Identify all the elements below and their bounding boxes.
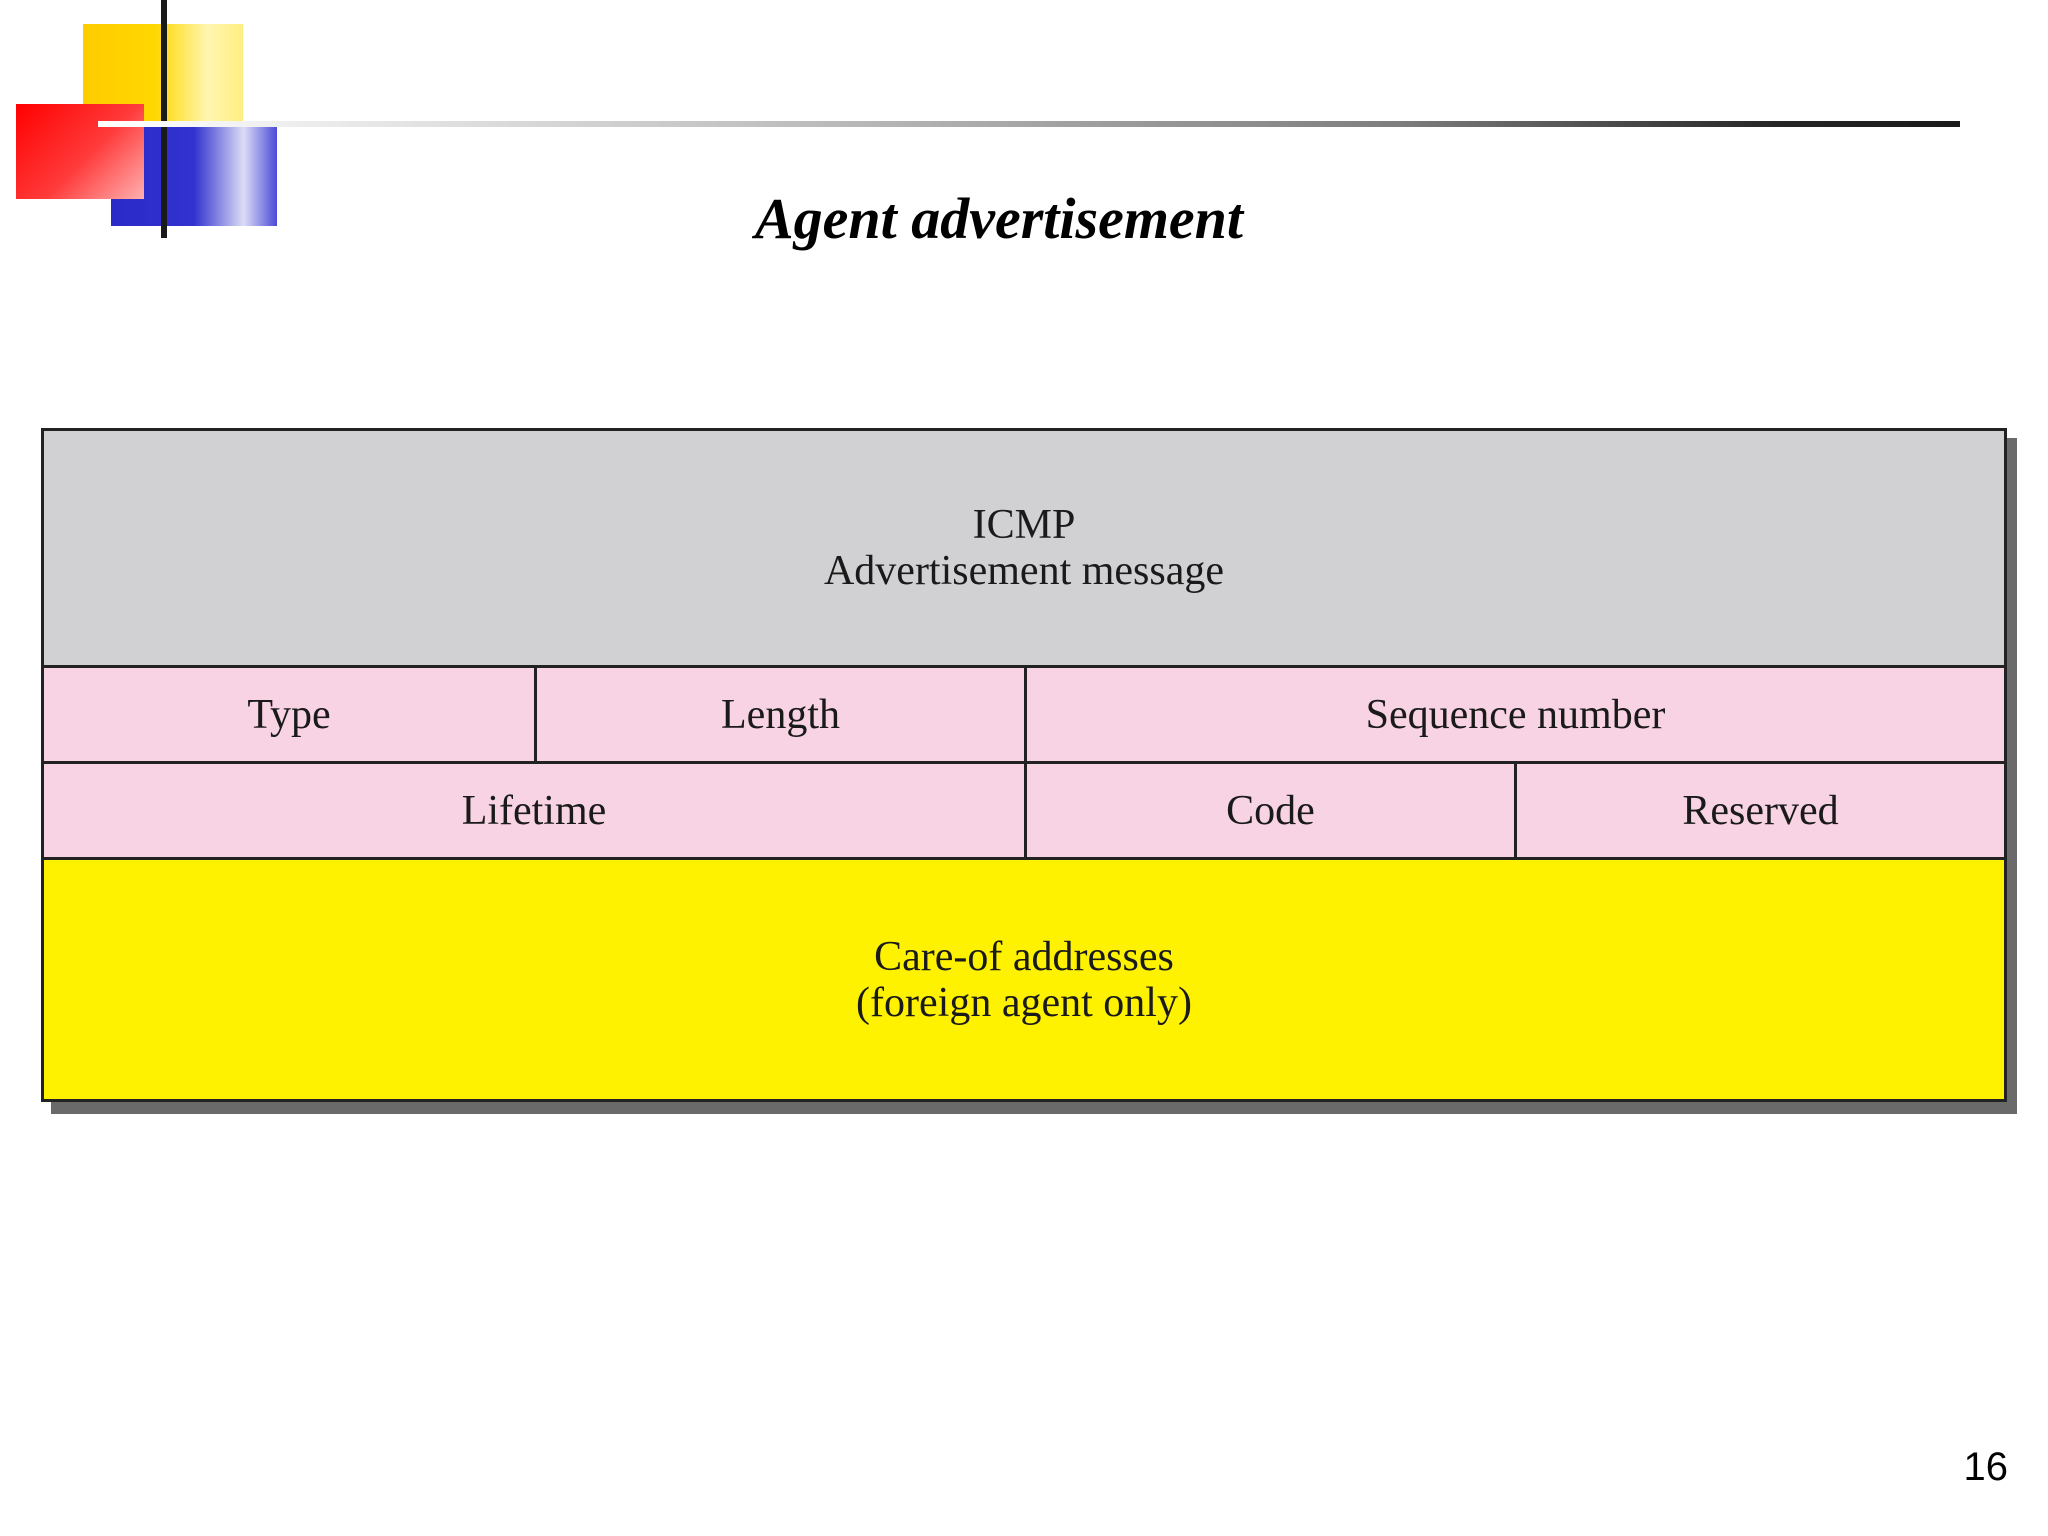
field-code: Code: [1024, 764, 1514, 857]
slide-title: Agent advertisement: [0, 185, 2048, 252]
field-reserved: Reserved: [1514, 764, 2004, 857]
logo-vertical-line: [161, 0, 167, 238]
fields-row-1: Type Length Sequence number: [44, 668, 2004, 764]
icmp-block-text: ICMP Advertisement message: [824, 502, 1224, 594]
care-of-addresses-block: Care-of addresses (foreign agent only): [44, 860, 2004, 1099]
care-of-addresses-label: Care-of addresses: [874, 933, 1174, 980]
agent-advertisement-diagram: ICMP Advertisement message Type Length S…: [41, 428, 2007, 1102]
page-number: 16: [1963, 1445, 2009, 1489]
field-lifetime: Lifetime: [461, 787, 607, 834]
fields-row-2: Lifetime Code Reserved: [44, 764, 2004, 860]
field-type: Type: [247, 691, 331, 738]
field-length: Length: [534, 668, 1024, 761]
foreign-agent-only-label: (foreign agent only): [856, 979, 1192, 1026]
title-divider-line: [98, 121, 1960, 127]
icmp-label: ICMP: [972, 502, 1076, 548]
logo-red-square: [16, 104, 144, 199]
slide-title-text: Agent advertisement: [754, 186, 1244, 251]
icmp-advertisement-block: ICMP Advertisement message: [44, 431, 2004, 668]
field-sequence-number: Sequence number: [1024, 668, 2004, 761]
advertisement-message-label: Advertisement message: [823, 548, 1225, 594]
care-of-block-text: Care-of addresses (foreign agent only): [856, 934, 1192, 1026]
